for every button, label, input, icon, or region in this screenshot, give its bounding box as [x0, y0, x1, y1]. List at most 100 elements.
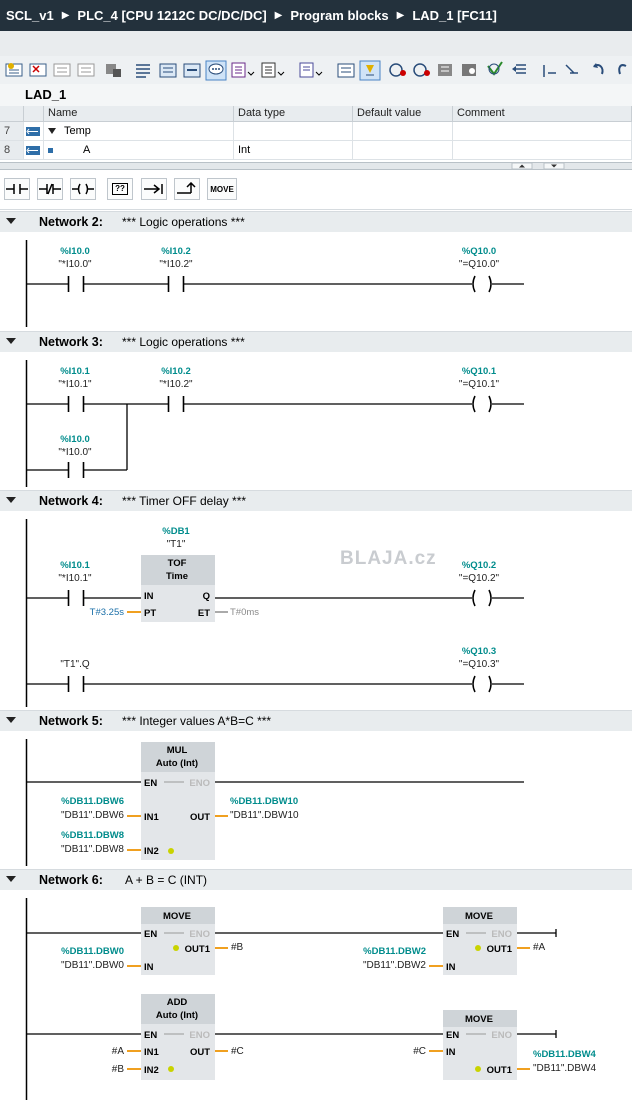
network-comments-toggle-icon[interactable]: [205, 60, 227, 81]
in1-tag[interactable]: %DB11.DBW6: [61, 796, 124, 807]
display-symbols-icon[interactable]: [337, 63, 355, 78]
add-input-icon[interactable]: [168, 1066, 174, 1072]
network-5-header[interactable]: Network 5: *** Integer values A*B=C ***: [0, 710, 632, 731]
no-contact-button[interactable]: [4, 178, 30, 200]
favorites-icon[interactable]: [183, 63, 201, 78]
pane-splitter[interactable]: [0, 162, 632, 170]
move1-out[interactable]: #B: [231, 942, 244, 953]
absolute-operands-icon[interactable]: [106, 64, 121, 77]
expand-down-icon[interactable]: [543, 162, 565, 170]
coil-q10-2[interactable]: %Q10.2 "=Q10.2": [459, 560, 500, 607]
move-block-3[interactable]: MOVE EN ENO IN OUT1: [443, 1010, 517, 1080]
compile-icon[interactable]: [487, 61, 503, 76]
collapse-network-icon[interactable]: [6, 338, 16, 344]
go-to-icon[interactable]: [543, 65, 556, 77]
move3-out-tag[interactable]: %DB11.DBW4: [533, 1049, 597, 1060]
move3-out-symbol[interactable]: "DB11".DBW4: [533, 1063, 596, 1074]
contact-i10-2[interactable]: %I10.2 "*I10.2": [159, 366, 193, 412]
collapse-network-icon[interactable]: [6, 497, 16, 503]
mul-block[interactable]: MUL Auto (Int) EN ENO IN1 IN2 OUT: [141, 742, 215, 860]
row-comment[interactable]: [453, 122, 632, 141]
comments-icon[interactable]: [159, 63, 177, 78]
empty-box-button[interactable]: ??: [107, 178, 133, 200]
network-comment[interactable]: *** Timer OFF delay ***: [122, 494, 247, 508]
add-input-icon[interactable]: [168, 848, 174, 854]
open-branch-button[interactable]: [141, 178, 167, 200]
contact-i10-0[interactable]: %I10.0 "*I10.0": [58, 246, 92, 292]
tof-timer-block[interactable]: TOF Time IN PT Q ET: [141, 555, 215, 622]
network-6-header[interactable]: Network 6: A + B = C (INT): [0, 869, 632, 890]
move1-in-tag[interactable]: %DB11.DBW0: [61, 946, 124, 957]
pt-value[interactable]: T#3.25s: [90, 607, 125, 618]
coil-q10-0[interactable]: %Q10.0 "=Q10.0": [459, 246, 500, 293]
out-symbol[interactable]: "DB11".DBW10: [230, 810, 299, 821]
contact-i10-1[interactable]: %I10.1 "*I10.1": [58, 560, 92, 606]
highlight-icon[interactable]: [359, 60, 381, 81]
breadcrumb-item-project[interactable]: SCL_v1: [6, 8, 54, 23]
add-output-icon[interactable]: [475, 945, 481, 951]
contact-i10-1[interactable]: %I10.1 "*I10.1": [58, 366, 92, 412]
column-header-name[interactable]: Name: [44, 106, 234, 122]
in2-symbol[interactable]: "DB11".DBW8: [61, 844, 124, 855]
close-branch-button[interactable]: [174, 178, 200, 200]
insert-row-icon[interactable]: [53, 63, 71, 77]
breadcrumb-item-program-blocks[interactable]: Program blocks: [290, 8, 389, 23]
network-3-header[interactable]: Network 3: *** Logic operations ***: [0, 331, 632, 352]
in2-tag[interactable]: %DB11.DBW8: [61, 830, 124, 841]
nc-contact-button[interactable]: [37, 178, 63, 200]
network-comment[interactable]: A + B = C (INT): [125, 873, 208, 887]
undo-icon[interactable]: [593, 63, 604, 75]
expand-arrow-icon[interactable]: [48, 128, 56, 135]
row-comment[interactable]: [453, 141, 632, 160]
column-header-datatype[interactable]: Data type: [234, 106, 353, 122]
delete-network-icon[interactable]: [29, 63, 47, 77]
contact-i10-2[interactable]: %I10.2 "*I10.2": [159, 246, 193, 292]
move3-in[interactable]: #C: [413, 1046, 426, 1057]
move2-in-symbol[interactable]: "DB11".DBW2: [363, 960, 426, 971]
close-all-networks-icon[interactable]: [261, 62, 285, 78]
table-row[interactable]: 7 Temp: [0, 122, 632, 141]
network-2-header[interactable]: Network 2: *** Logic operations ***: [0, 211, 632, 232]
row-default[interactable]: [353, 141, 453, 160]
move1-in-symbol[interactable]: "DB11".DBW0: [61, 960, 124, 971]
contact-t1-q[interactable]: "T1".Q: [60, 659, 90, 692]
row-default[interactable]: [353, 122, 453, 141]
network-4-header[interactable]: Network 4: *** Timer OFF delay ***: [0, 490, 632, 511]
collapse-network-icon[interactable]: [6, 876, 16, 882]
add-out[interactable]: #C: [231, 1046, 244, 1057]
show-operands-icon[interactable]: [299, 62, 323, 78]
move2-in-tag[interactable]: %DB11.DBW2: [363, 946, 426, 957]
add-output-icon[interactable]: [173, 945, 179, 951]
move2-out[interactable]: #A: [533, 942, 546, 953]
breadcrumb-item-plc[interactable]: PLC_4 [CPU 1212C DC/DC/DC]: [77, 8, 267, 23]
open-all-networks-icon[interactable]: [231, 62, 255, 78]
redo-icon[interactable]: [618, 64, 627, 75]
set-value-icon[interactable]: [512, 64, 526, 74]
go-online-icon[interactable]: [438, 64, 452, 76]
collapse-network-icon[interactable]: [6, 218, 16, 224]
add-row-icon[interactable]: [77, 63, 95, 77]
network-overview-icon[interactable]: [136, 64, 150, 78]
in1-symbol[interactable]: "DB11".DBW6: [61, 810, 124, 821]
breakpoint-icon[interactable]: [413, 63, 430, 77]
network-comment[interactable]: *** Logic operations ***: [122, 215, 245, 229]
table-row[interactable]: 8 A Int: [0, 141, 632, 160]
move-block-2[interactable]: MOVE EN ENO OUT1 IN: [443, 907, 517, 975]
cross-reference-icon[interactable]: [565, 64, 578, 74]
column-header-default[interactable]: Default value: [353, 106, 453, 122]
monitoring-icon[interactable]: [389, 63, 406, 77]
move-block-1[interactable]: MOVE EN ENO OUT1 IN: [141, 907, 215, 975]
collapse-up-icon[interactable]: [511, 162, 533, 170]
network-comment[interactable]: *** Logic operations ***: [122, 335, 245, 349]
row-datatype[interactable]: [234, 122, 353, 141]
contact-i10-0[interactable]: %I10.0 "*I10.0": [58, 434, 92, 478]
insert-network-icon[interactable]: [5, 63, 23, 77]
breadcrumb-item-block[interactable]: LAD_1 [FC11]: [412, 8, 497, 23]
column-header-comment[interactable]: Comment: [453, 106, 632, 122]
add-block[interactable]: ADD Auto (Int) EN ENO IN1 OUT IN2: [141, 994, 215, 1080]
out-tag[interactable]: %DB11.DBW10: [230, 796, 298, 807]
add-output-icon[interactable]: [475, 1066, 481, 1072]
coil-q10-3[interactable]: %Q10.3 "=Q10.3": [459, 646, 500, 693]
collapse-network-icon[interactable]: [6, 717, 16, 723]
coil-button[interactable]: [70, 178, 96, 200]
